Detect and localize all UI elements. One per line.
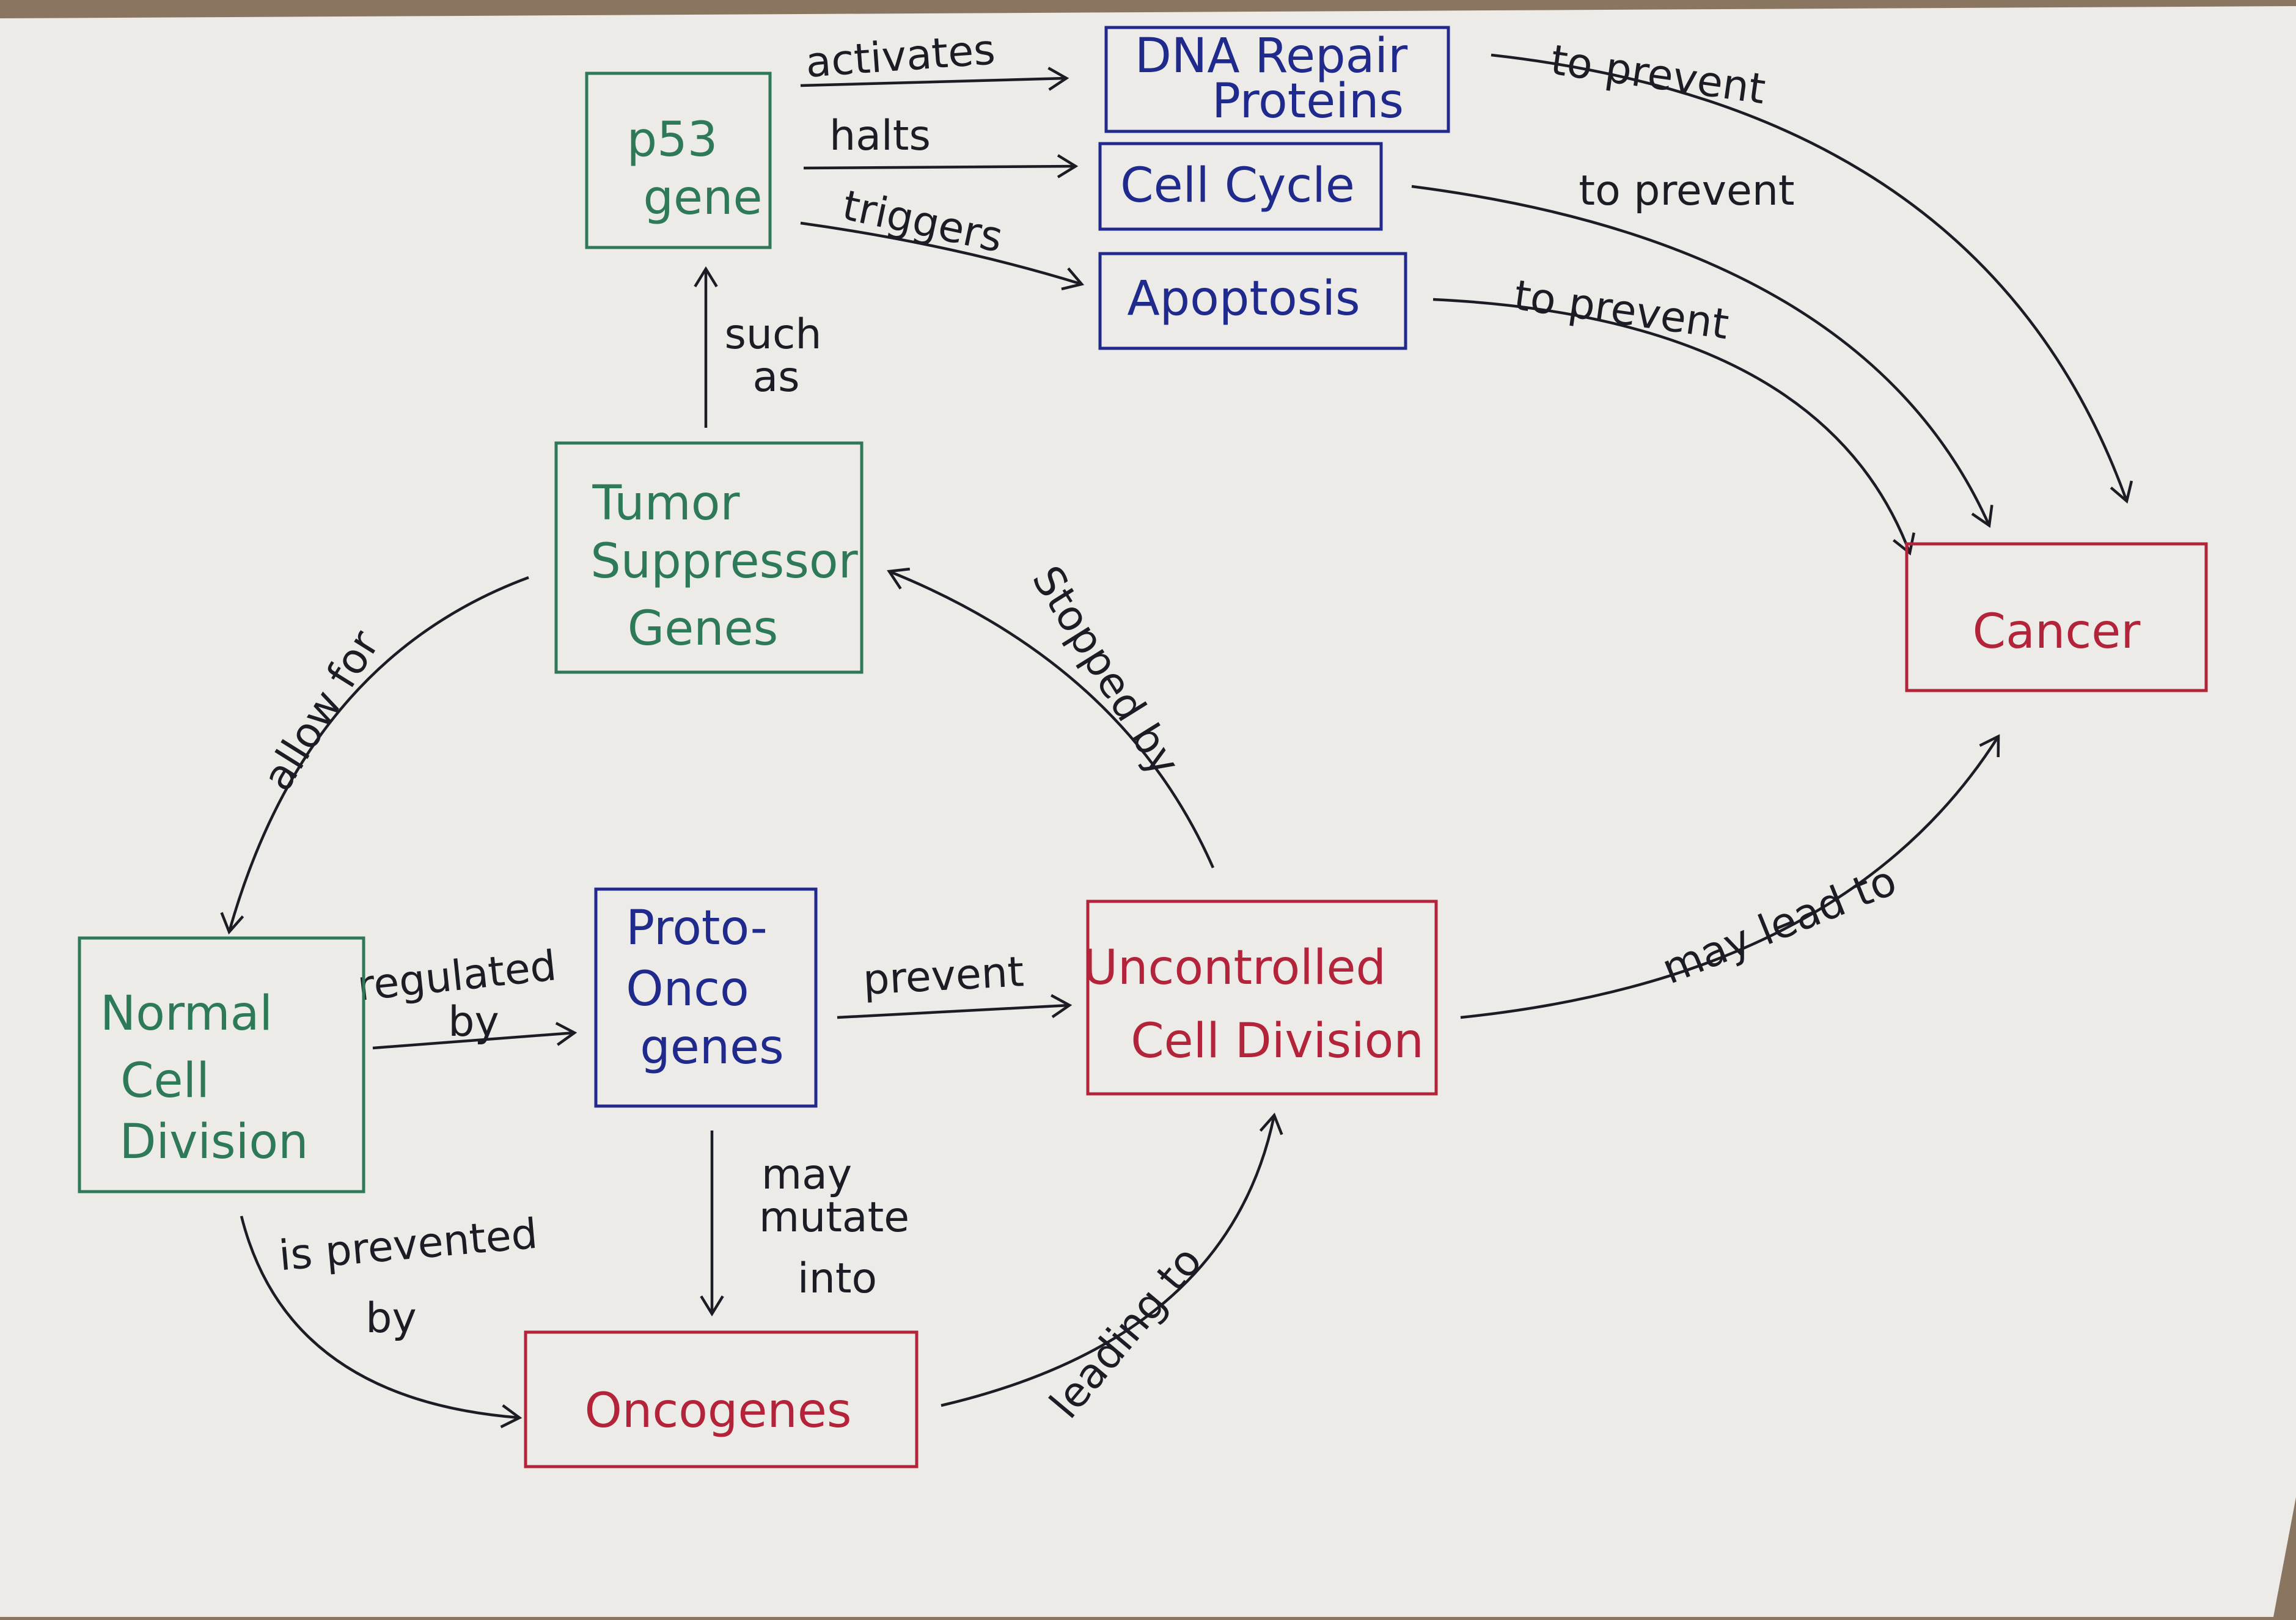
arrowhead (2110, 480, 2133, 504)
node-label: Proteins (1212, 74, 1404, 129)
connector-line (889, 570, 1215, 868)
node-label: Uncontrolled (1083, 940, 1386, 995)
connector-line (800, 76, 1067, 87)
edge-label: as (752, 353, 799, 401)
arrowhead (1051, 994, 1073, 1019)
node-label: p53 (627, 112, 718, 167)
connector-line (800, 221, 1082, 286)
node-label: Genes (628, 601, 779, 656)
arrowhead (1979, 734, 2000, 758)
node-label: Cell (120, 1054, 210, 1109)
arrowhead (500, 1404, 523, 1429)
node-label: Tumor (592, 476, 740, 531)
edge-label: mutate (759, 1193, 909, 1242)
node-label: genes (640, 1020, 784, 1075)
node-label: Apoptosis (1127, 271, 1360, 326)
connector-line (240, 1215, 520, 1420)
node-box (1098, 142, 1383, 231)
node-label: Oncogenes (585, 1384, 852, 1439)
connector-line (803, 164, 1076, 170)
node-label: Cell Cycle (1120, 158, 1355, 213)
node-label: Cancer (1973, 604, 2141, 659)
edge-label: prevent (862, 948, 1025, 1005)
node-box (554, 441, 864, 674)
edge-label: by (365, 1294, 416, 1343)
node-apoptosis: Apoptosis (1098, 252, 1407, 350)
node-label: Cell Division (1131, 1014, 1424, 1069)
arrowhead (1061, 267, 1085, 291)
node-label: Onco (626, 962, 749, 1017)
arrowhead (700, 1295, 724, 1317)
edge-label: halts (829, 112, 931, 160)
edge-label: into (798, 1255, 877, 1303)
arrowhead (694, 266, 718, 288)
arrowhead (1971, 504, 1993, 528)
connector-line (227, 576, 529, 933)
node-box (1905, 542, 2208, 692)
connector-line (1491, 53, 2129, 502)
arrowhead (220, 912, 244, 935)
connector-line (837, 1003, 1070, 1019)
node-label: DNA Repair (1135, 29, 1408, 84)
edge-p53-halts-cycle: halts (803, 112, 1079, 178)
arrowhead (1057, 154, 1079, 178)
arrowhead (555, 1022, 578, 1046)
node-oncogenes: Oncogenes (524, 1330, 919, 1468)
connector-line (941, 1115, 1276, 1407)
edge-cycle-prevent-cancer: to prevent (1411, 167, 1993, 528)
edge-label: may (761, 1151, 852, 1199)
arrowhead (1047, 67, 1069, 91)
node-box (1098, 252, 1407, 350)
node-box (524, 1330, 919, 1468)
node-label: gene (644, 170, 763, 225)
node-box (1104, 26, 1450, 133)
node-box (1086, 900, 1438, 1096)
node-box (594, 887, 818, 1108)
node-box (585, 71, 772, 249)
arrowhead (1259, 1112, 1283, 1135)
node-proto-onco: Proto- Oncogenes (594, 887, 818, 1108)
node-label: Proto- (626, 901, 768, 956)
node-label: Division (119, 1115, 308, 1170)
node-label: Suppressor (590, 534, 858, 589)
edge-proto-prevent-uncontrolled: prevent (837, 948, 1073, 1019)
edge-label: by (448, 998, 499, 1046)
connector-line (372, 1031, 575, 1050)
arrowhead (887, 567, 911, 590)
node-label: Normal (100, 986, 273, 1041)
node-box (78, 936, 365, 1193)
paper-sheet (0, 6, 2296, 1617)
edge-label: such (724, 310, 821, 359)
edge-label: to prevent (1579, 167, 1794, 215)
node-cell-cycle: Cell Cycle (1098, 142, 1383, 231)
arrowhead (1892, 532, 1915, 556)
node-cancer: Cancer (1905, 542, 2208, 692)
connector-line (1460, 735, 2000, 1019)
connector-line (1432, 298, 1912, 554)
connector-line (1411, 185, 1991, 526)
